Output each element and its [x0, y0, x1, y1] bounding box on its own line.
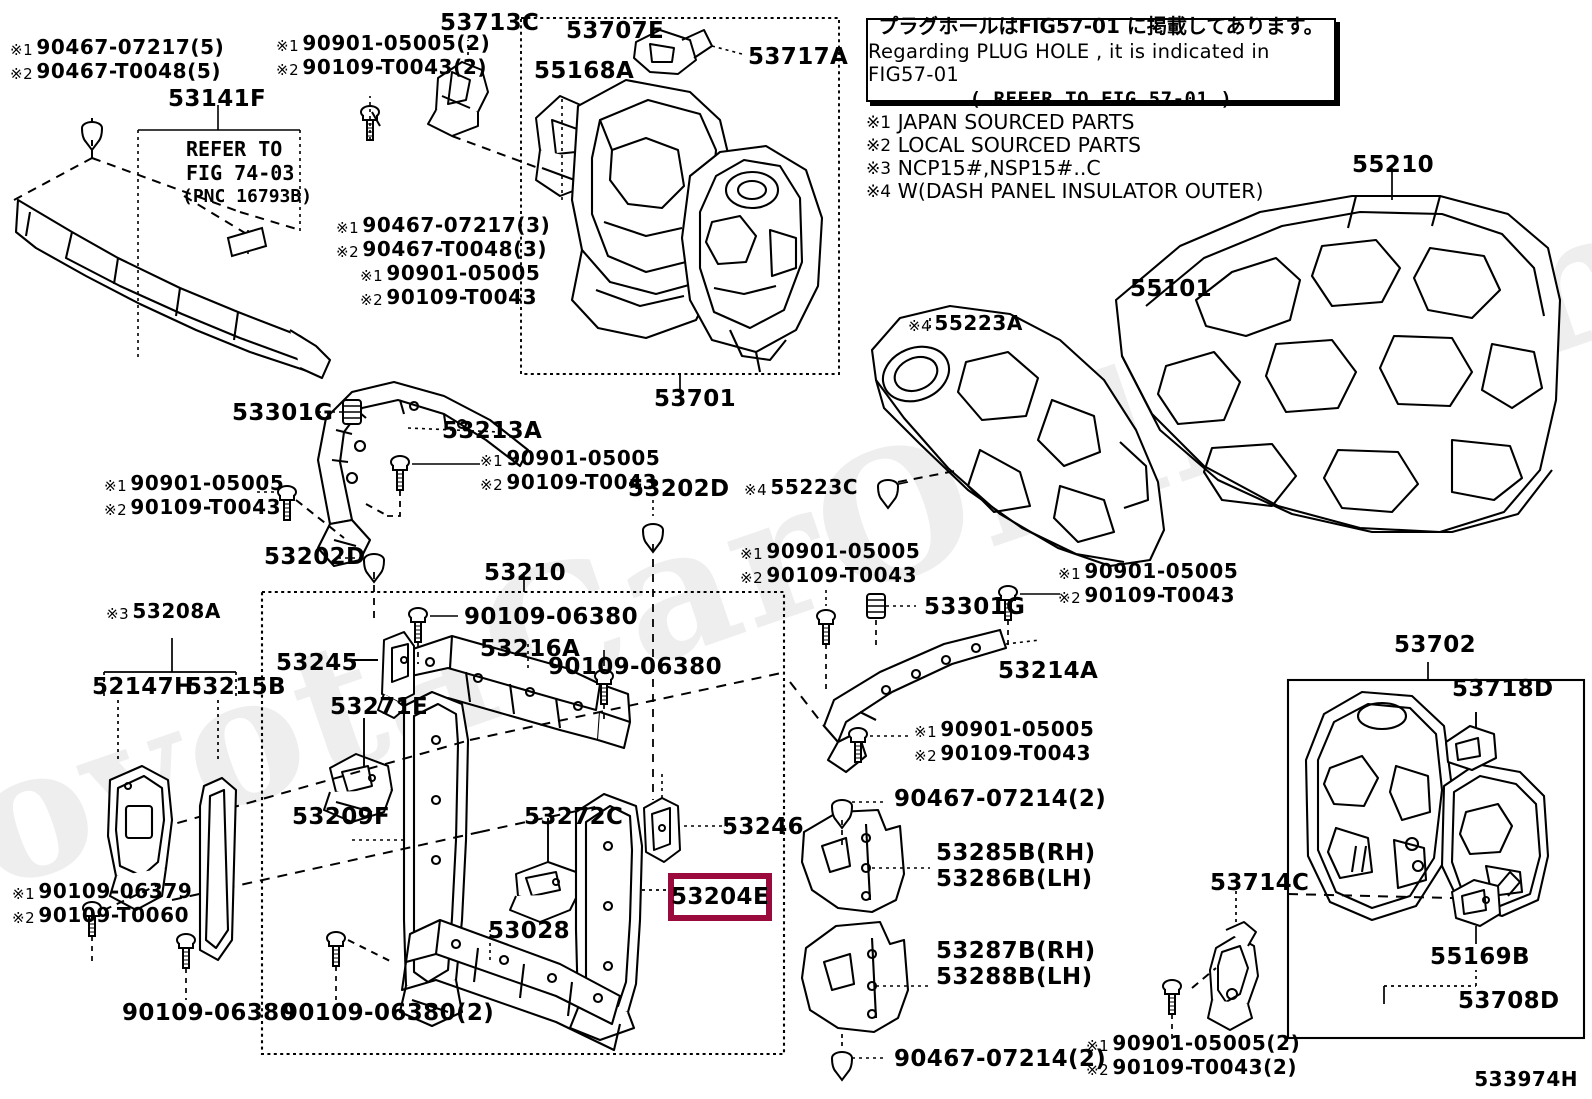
label-53714C: 53714C — [1210, 870, 1310, 896]
label-53216A: 53216A — [480, 636, 581, 662]
legend-mark-1: ※1 — [866, 113, 892, 133]
legend-item-3: ※3 NCP15#,NSP15#..C — [866, 156, 1101, 180]
legend-text-3: NCP15#,NSP15#..C — [897, 156, 1101, 180]
legend-mark-3: ※3 — [866, 159, 892, 179]
label-53210: 53210 — [484, 560, 567, 586]
label-52147H: 52147H — [92, 674, 194, 700]
plug-hole-note-box: プラグホールはFIG57-01 に掲載してあります。 Regarding PLU… — [866, 14, 1336, 110]
refer-fig-line3: (PNC 16793B) — [182, 186, 313, 207]
label-53285B-RH: 53285B(RH) — [936, 840, 1096, 866]
label-55169B: 55169B — [1430, 944, 1530, 970]
legend-item-4: ※4 W(DASH PANEL INSULATOR OUTER) — [866, 179, 1264, 203]
legend-text-4: W(DASH PANEL INSULATOR OUTER) — [897, 179, 1264, 203]
legend-item-2: ※2 LOCAL SOURCED PARTS — [866, 133, 1141, 157]
legend-mark-4: ※4 — [866, 182, 892, 202]
label-53028: 53028 — [488, 918, 571, 944]
label-90109-06380-b: 90109-06380 — [548, 654, 722, 680]
highlighted-part-label: 53204E — [670, 884, 770, 910]
note-line-refer: ( REFER TO FIG 57-01 ) — [969, 88, 1233, 110]
label-53707E: 53707E — [566, 18, 665, 44]
label-53141F: 53141F — [168, 86, 267, 112]
legend-mark-2: ※2 — [866, 136, 892, 156]
label-53213A: 53213A — [442, 418, 543, 444]
label-53708D: 53708D — [1458, 988, 1560, 1014]
figure-id: 533974H — [1474, 1067, 1578, 1091]
legend-text-2: LOCAL SOURCED PARTS — [897, 133, 1142, 157]
label-90467-07214-a: 90467-07214(2) — [894, 786, 1107, 812]
label-53245: 53245 — [276, 650, 359, 676]
label-53215B: 53215B — [186, 674, 286, 700]
label-53214A: 53214A — [998, 658, 1099, 684]
legend-item-1: ※1 JAPAN SOURCED PARTS — [866, 110, 1135, 134]
label-53202D-b: 53202D — [628, 476, 730, 502]
label-53202D-a: 53202D — [264, 544, 366, 570]
label-53287B-RH: 53287B(RH) — [936, 938, 1096, 964]
label-53272C: 53272C — [524, 804, 624, 830]
label-53301G-b: 53301G — [924, 594, 1026, 620]
highlighted-part-53204E[interactable]: 53204E — [668, 873, 772, 921]
label-90109-06380-d: 90109-06380 — [122, 1000, 296, 1026]
label-55210: 55210 — [1352, 152, 1435, 178]
label-53286B-LH: 53286B(LH) — [936, 866, 1093, 892]
note-line-english: Regarding PLUG HOLE , it is indicated in… — [868, 40, 1270, 86]
label-53718D: 53718D — [1452, 676, 1554, 702]
legend-text-1: JAPAN SOURCED PARTS — [897, 110, 1135, 134]
refer-fig-line2: FIG 74-03 — [186, 161, 295, 185]
label-90109-06380-a: 90109-06380 — [464, 604, 638, 630]
label-53713C: 53713C — [440, 10, 540, 36]
label-53702: 53702 — [1394, 632, 1477, 658]
label-53717A: 53717A — [748, 44, 849, 70]
note-line-japanese: プラグホールはFIG57-01 に掲載してあります。 — [878, 14, 1324, 38]
label-55101: 55101 — [1130, 276, 1213, 302]
label-55168A: 55168A — [534, 58, 635, 84]
label-53288B-LH: 53288B(LH) — [936, 964, 1093, 990]
label-53701: 53701 — [654, 386, 737, 412]
label-53301G-a: 53301G — [232, 400, 334, 426]
label-90467-07214-b: 90467-07214(2) — [894, 1046, 1107, 1072]
label-53271E: 53271E — [330, 694, 429, 720]
label-53246: 53246 — [722, 814, 805, 840]
label-53209F: 53209F — [292, 804, 391, 830]
label-90109-06380-2: 90109-06380(2) — [282, 1000, 495, 1026]
refer-fig-line1: REFER TO — [186, 137, 283, 161]
